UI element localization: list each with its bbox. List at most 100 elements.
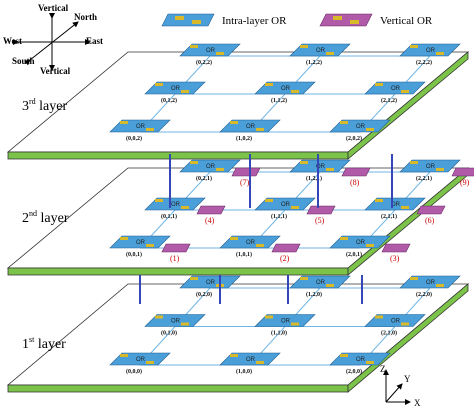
node-coordinate: (1,1,2) <box>271 97 287 104</box>
or-node-port <box>300 161 308 164</box>
or-node-label: OR <box>136 124 146 130</box>
or-node-port <box>326 52 334 55</box>
or-node-port <box>401 322 409 326</box>
or-node-label: OR <box>246 357 256 363</box>
or-node-port <box>326 168 334 171</box>
vertical-or: (1) <box>161 243 191 263</box>
vertical-or-label: (4) <box>205 216 215 225</box>
or-node-label: OR <box>391 202 401 208</box>
node-coordinate: (2,2,0) <box>416 291 432 298</box>
or-node: OR(0,2,0) <box>179 275 241 298</box>
vertical-or-label: (8) <box>350 178 360 187</box>
or-node-label: OR <box>356 357 366 363</box>
or-node: OR (2,2,1) <box>399 159 461 182</box>
or-node: OR(1,1,1) <box>254 197 316 220</box>
vertical-or: (5) <box>306 205 336 225</box>
or-node-port <box>340 354 348 357</box>
node-coordinate: (2,1,1) <box>381 213 397 220</box>
or-node: OR(1,1,0) <box>254 314 316 337</box>
or-node-port <box>401 206 409 209</box>
vertical-or-body <box>271 243 301 253</box>
or-node-label: OR <box>246 240 256 246</box>
vertical-or: (6) <box>416 205 446 225</box>
node-coordinate: (1,2,0) <box>306 291 322 298</box>
or-node: OR(1,0,2) <box>219 119 281 142</box>
node-coordinate: (2,2,1) <box>416 175 432 182</box>
compass-vertical-bottom: Vertical <box>40 66 71 76</box>
or-node-port <box>120 121 128 124</box>
or-node: OR (2,0,1) <box>329 235 391 258</box>
or-node: OR(1,0,1) <box>219 235 281 258</box>
or-node-label: OR <box>426 48 436 54</box>
or-node: OR(1,2,2) <box>289 43 351 66</box>
vertical-or: (2) <box>271 243 301 263</box>
vertical-or-label: (6) <box>425 216 435 225</box>
or-node-label: OR <box>136 357 146 363</box>
or-node-port <box>366 361 374 364</box>
vertical-or-body <box>381 243 411 253</box>
node-coordinate: (1,0,0) <box>236 368 252 375</box>
or-node-label: OR <box>171 202 181 208</box>
or-node-label: OR <box>391 86 401 92</box>
or-node-port <box>326 284 334 287</box>
or-node: OR (2,1,1) <box>364 197 426 220</box>
node-coordinate: (2,0,1) <box>346 251 362 258</box>
or-node-port <box>146 361 154 364</box>
node-coordinate: (0,1,1) <box>161 213 177 220</box>
vertical-or-body <box>231 167 261 177</box>
or-node-port <box>181 206 189 209</box>
or-node-port <box>436 168 444 171</box>
legend-vertical-label: Vertical OR <box>380 15 433 27</box>
or-node-port <box>216 168 224 171</box>
layer-label: 2nd layer <box>22 209 69 226</box>
or-node-port <box>155 199 163 202</box>
or-node: OR (2,1,2) <box>364 81 426 104</box>
or-node: OR(0,2,1) <box>179 159 241 182</box>
node-coordinate: (0,2,0) <box>196 291 212 298</box>
node-coordinate: (1,1,1) <box>271 213 287 220</box>
layer-label: 1st layer <box>22 335 66 352</box>
or-node-port <box>256 361 264 364</box>
or-node-port <box>181 90 189 93</box>
layer-edge-front <box>7 267 349 276</box>
node-coordinate: (2,0,0) <box>346 368 362 375</box>
or-node-port <box>146 244 154 247</box>
node-coordinate: (0,0,1) <box>126 251 142 258</box>
or-node: OR(1,2,1) <box>289 159 351 182</box>
or-node-port <box>401 90 409 93</box>
or-node: OR(2,1,0) <box>364 314 426 337</box>
vertical-or: (7) <box>231 167 261 187</box>
or-node-port <box>410 45 418 48</box>
vertical-or-body <box>306 205 336 215</box>
node-coordinate: (1,2,1) <box>306 175 322 182</box>
or-node-port <box>340 237 348 240</box>
or-node-port <box>375 199 383 202</box>
axis-y-label: Y <box>404 374 411 384</box>
vertical-or-body <box>451 167 474 177</box>
or-node-port <box>181 322 189 326</box>
or-node-port <box>230 354 238 357</box>
legend-intra-swatch <box>161 13 215 27</box>
or-node-port <box>340 121 348 124</box>
vertical-or-label: (2) <box>280 254 290 263</box>
or-node-label: OR <box>356 240 366 246</box>
or-node-label: OR <box>426 280 436 286</box>
or-node-label: OR <box>171 319 181 325</box>
or-node-label: OR <box>426 164 436 170</box>
or-node: OR (2,0,0) <box>329 352 391 375</box>
vertical-or: (9) <box>451 167 474 187</box>
or-node: OR (0,1,1) <box>144 197 206 220</box>
or-node-port <box>256 244 264 247</box>
vertical-or-label: (1) <box>170 254 180 263</box>
vertical-links <box>139 154 393 304</box>
node-coordinate: (2,1,2) <box>381 97 397 104</box>
or-node-port <box>190 45 198 48</box>
layer-2: 2nd layerOR(0,0,1)OR(1,0,1)OR(2,0,1)OR(0… <box>6 159 474 276</box>
or-node-port <box>366 128 374 131</box>
node-coordinate: (0,0,2) <box>126 135 142 142</box>
vertical-or-body <box>341 167 371 177</box>
compass-west: West <box>3 36 22 46</box>
legend: Intra-layer OR Vertical OR <box>161 13 433 27</box>
vertical-or-body <box>161 243 191 253</box>
or-node-port <box>155 315 163 319</box>
